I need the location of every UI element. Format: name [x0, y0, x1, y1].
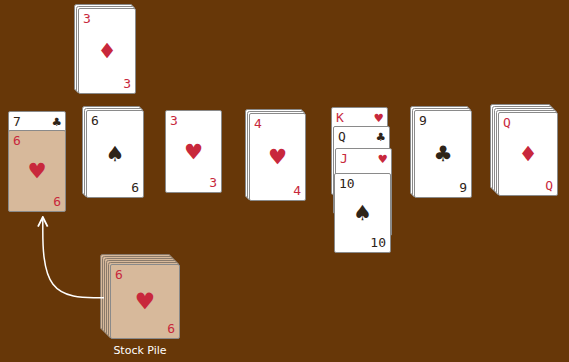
card-rank: K — [336, 111, 344, 124]
card-suit: ♦ — [99, 38, 115, 64]
card-rank: Q — [545, 179, 553, 192]
card-rank: 3 — [170, 114, 178, 127]
card-suit: ♥ — [137, 288, 154, 316]
card-rank: 9 — [419, 114, 427, 127]
card-suit: ♥ — [186, 139, 202, 165]
pile-label: Stock Pile — [100, 344, 180, 357]
card-rank: 7 — [13, 115, 21, 128]
card-rank: 6 — [13, 134, 21, 147]
card-suit: ♥ — [379, 152, 387, 166]
playing-card: 3 ♦ 3 — [78, 8, 136, 94]
card-suit: ♠ — [107, 141, 123, 167]
playing-card: 3 ♥ 3 — [165, 110, 222, 193]
card-suit: ♦ — [520, 141, 536, 167]
card-rank: J — [340, 152, 348, 165]
card-rank: Q — [503, 116, 511, 129]
card-rank: 6 — [167, 322, 175, 335]
card-rank: 9 — [459, 181, 467, 194]
playing-card: 4 ♥ 4 — [249, 113, 306, 201]
card-suit: ♣ — [435, 141, 451, 167]
card-rank: 4 — [293, 184, 301, 197]
card-rank: 3 — [83, 12, 91, 25]
card-rank: 4 — [254, 117, 262, 130]
card-rank: 6 — [115, 268, 123, 281]
card-rank: 6 — [53, 195, 61, 208]
card-suit: ♥ — [270, 144, 286, 170]
playing-card: 6 ♥ 6 — [8, 130, 66, 212]
card-suit: ♥ — [29, 158, 45, 184]
playing-card: 10♠10 — [334, 173, 391, 253]
card-rank: 3 — [209, 176, 217, 189]
playing-card: 6 ♥ 6 — [110, 264, 180, 339]
card-suit: ♣ — [53, 115, 61, 129]
playing-card: 6 ♠ 6 — [86, 110, 144, 198]
card-rank: 3 — [123, 77, 131, 90]
card-rank: 10 — [339, 177, 355, 190]
card-rank: 10 — [370, 236, 386, 249]
playing-card: Q ♦ Q — [498, 112, 558, 196]
card-suit: ♣ — [377, 130, 385, 144]
move-arrow — [43, 217, 104, 298]
card-rank: 6 — [91, 114, 99, 127]
card-suit: ♠ — [355, 200, 371, 226]
card-rank: Q — [338, 130, 346, 143]
playing-card: 9 ♣ 9 — [414, 110, 472, 198]
card-rank: 6 — [131, 181, 139, 194]
card-suit: ♥ — [375, 111, 383, 125]
